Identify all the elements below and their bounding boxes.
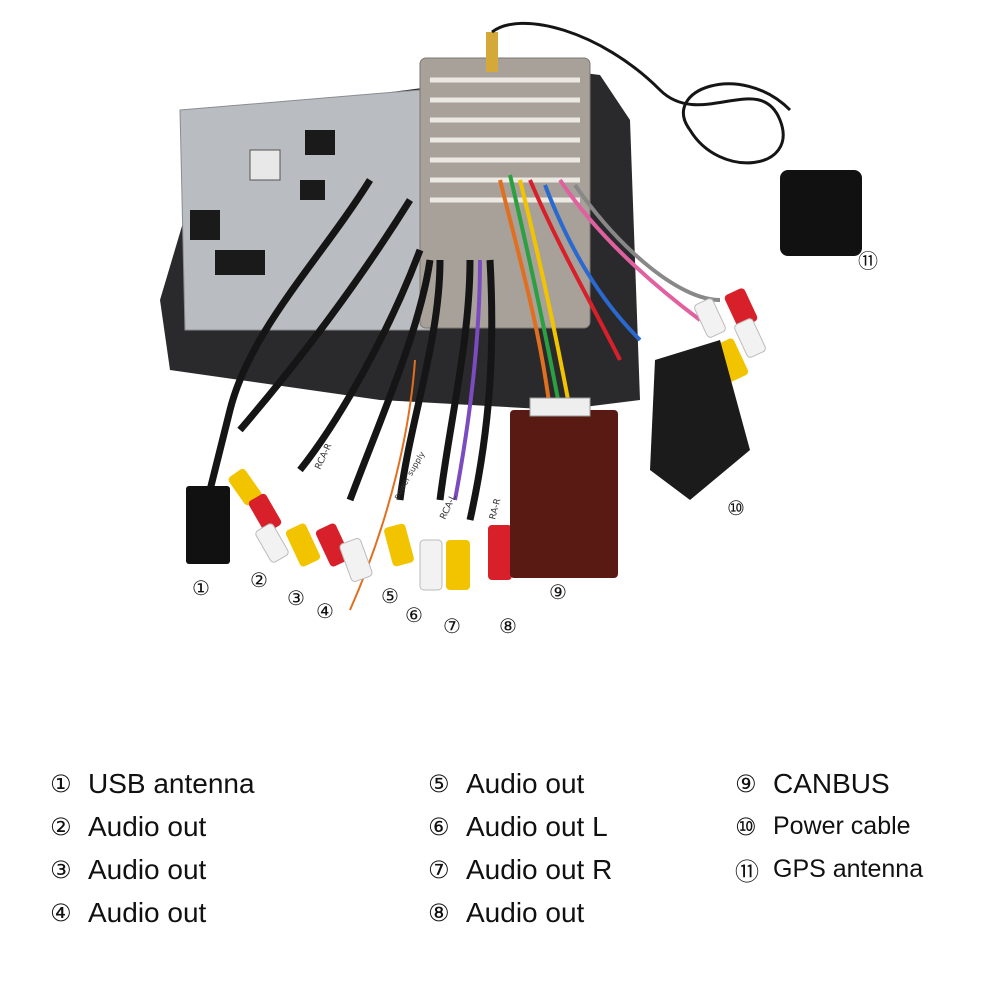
legend-label: Audio out (88, 810, 207, 842)
black-cables (206, 178, 496, 521)
callout-1: ① (192, 576, 210, 600)
callout-8: ⑧ (499, 614, 517, 638)
legend-column-3: ⑨ CANBUS ⑩ Power cable ⑪ GPS antenna (735, 762, 923, 891)
legend-column-2: ⑤ Audio out ⑥ Audio out L ⑦ Audio out R ⑧ Au… (428, 762, 612, 934)
legend-item: ① USB antenna (50, 762, 255, 805)
legend-number: ① (50, 769, 72, 798)
colored-wires (349, 174, 721, 611)
legend-item: ⑩ Power cable (735, 805, 923, 848)
legend-label: Audio out (466, 767, 585, 799)
legend-label: GPS antenna (773, 855, 924, 883)
legend-number: ④ (50, 898, 72, 927)
gps-connector (486, 32, 498, 72)
legend-label: Audio out (88, 896, 207, 928)
legend-item: ② Audio out (50, 805, 255, 848)
chassis-pad-3 (305, 130, 335, 155)
legend-number: ⑧ (428, 898, 450, 927)
callout-7: ⑦ (443, 614, 461, 638)
canbus-connector (529, 397, 591, 417)
chassis-pad-4 (300, 180, 325, 200)
legend-item: ⑧ Audio out (428, 891, 612, 934)
chassis-pad-1 (190, 210, 220, 240)
callout-5: ⑤ (381, 584, 399, 608)
legend-number: ⑪ (735, 858, 759, 886)
canbus-box (510, 410, 618, 578)
legend-item: ④ Audio out (50, 891, 255, 934)
legend-item: ⑦ Audio out R (428, 848, 612, 891)
chassis-pad-2 (215, 250, 265, 275)
legend-label: Power cable (773, 812, 911, 840)
legend-label: Audio out L (466, 810, 608, 842)
legend-item: ⑤ Audio out (428, 762, 612, 805)
legend-number: ⑥ (428, 812, 450, 841)
callout-6: ⑥ (405, 603, 423, 627)
callout-9: ⑨ (549, 580, 567, 604)
rca-plugs (228, 288, 766, 591)
legend-item: ⑥ Audio out L (428, 805, 612, 848)
callout-4: ④ (316, 599, 334, 623)
legend-number: ⑩ (735, 812, 757, 841)
chassis-connector (249, 149, 281, 181)
legend-label: Audio out R (466, 853, 613, 885)
legend-item: ⑨ CANBUS (735, 762, 923, 805)
usb-connector (186, 486, 230, 564)
legend-column-1: ① USB antenna ② Audio out ③ Audio out ④ Audi… (50, 762, 255, 934)
power-connector (650, 340, 750, 500)
callout-10: ⑩ (727, 496, 745, 520)
legend-number: ③ (50, 855, 72, 884)
gps-cable (491, 21, 792, 165)
legend-number: ⑤ (428, 769, 450, 798)
legend-number: ② (50, 812, 72, 841)
legend-number: ⑦ (428, 855, 450, 884)
legend-item: ⑪ GPS antenna (735, 848, 923, 891)
legend-label: CANBUS (773, 767, 890, 799)
legend-label: USB antenna (88, 767, 255, 799)
callout-11: ⑪ (858, 249, 878, 273)
wire-tag-ra-r: RA-R (488, 498, 503, 521)
product-photo: RCA-R RCA-L RA-R power supply (160, 21, 862, 611)
legend-label: Audio out (88, 853, 207, 885)
legend-number: ⑨ (735, 769, 757, 798)
legend-label: Audio out (466, 896, 585, 928)
callout-3: ③ (287, 586, 305, 610)
gps-antenna (780, 170, 862, 256)
legend-item: ③ Audio out (50, 848, 255, 891)
heatsink-fins (430, 77, 580, 203)
callout-2: ② (250, 568, 268, 592)
